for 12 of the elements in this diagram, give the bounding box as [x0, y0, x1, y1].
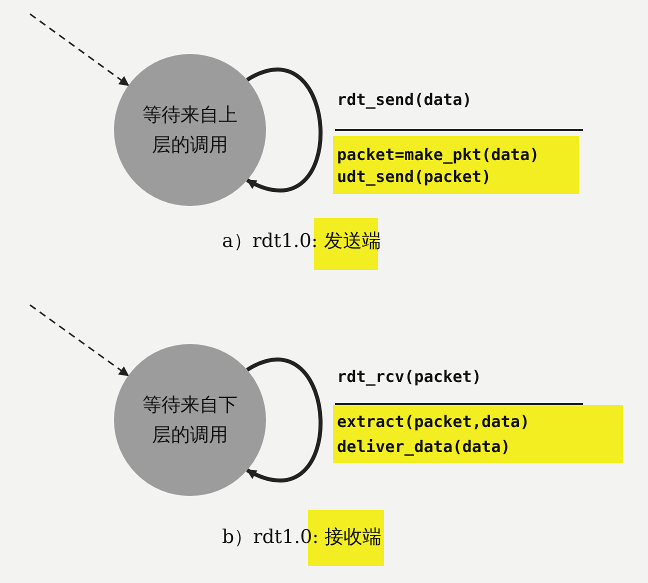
action-label: udt_send(packet) — [337, 167, 492, 186]
self-loop-arrow — [246, 68, 322, 192]
self-loop-arrow — [246, 358, 322, 482]
state-label: 等待来自上层的调用 — [142, 103, 238, 158]
action-label: packet=make_pkt(data) — [337, 145, 540, 164]
arrow — [30, 13, 130, 86]
arrow — [30, 304, 130, 376]
event-label: rdt_rcv(packet) — [337, 367, 482, 386]
event-label: rdt_send(data) — [337, 90, 472, 109]
action-label: deliver_data(data) — [337, 437, 510, 456]
state-label: 等待来自下层的调用 — [142, 393, 238, 448]
action-label: extract(packet,data) — [337, 412, 530, 431]
